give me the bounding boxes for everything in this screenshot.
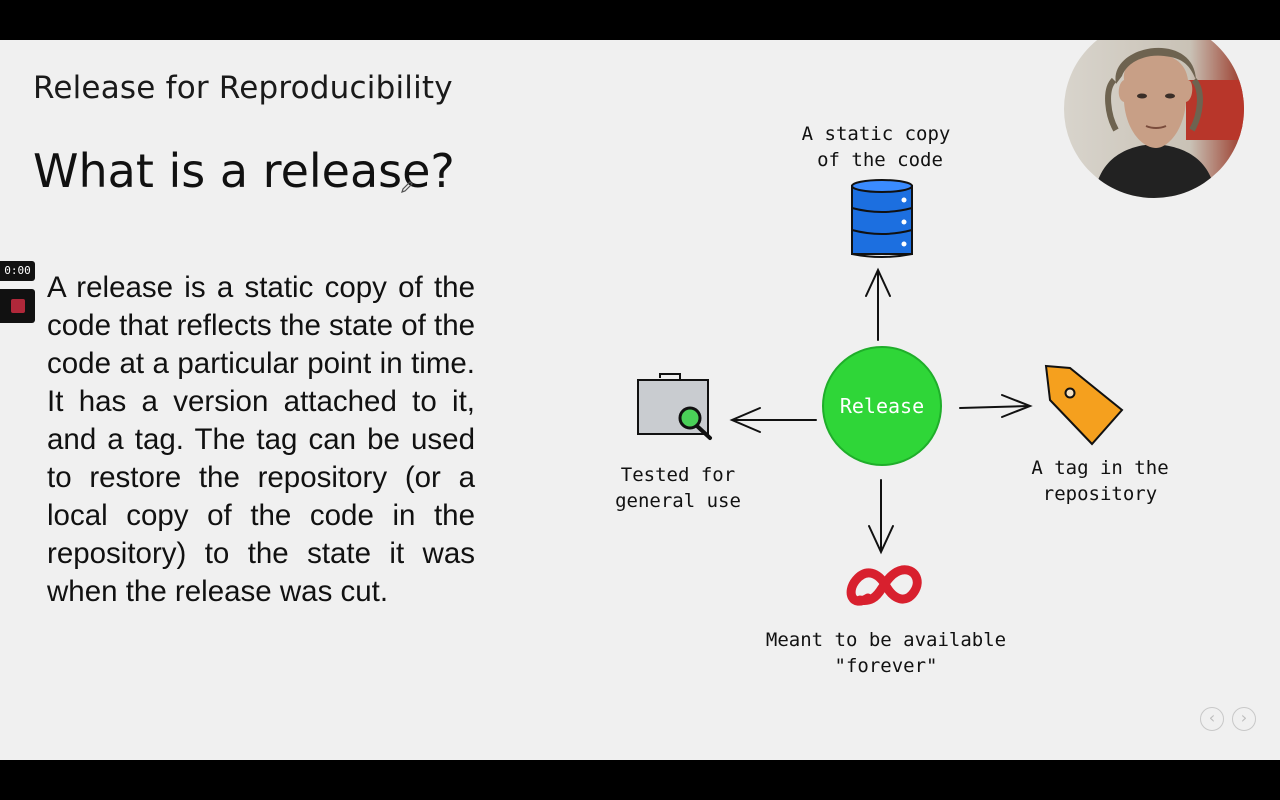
release-circle	[822, 346, 942, 466]
database-icon	[851, 179, 913, 258]
bottom-label-line2: "forever"	[835, 655, 938, 677]
slide-body-text: A release is a static copy of the code t…	[47, 271, 476, 608]
slide-title: What is a release?	[33, 144, 455, 198]
release-diagram: Release A static copy	[615, 123, 1169, 677]
folder-search-icon	[637, 373, 712, 440]
recording-timer: 0:00	[0, 261, 35, 281]
section-title: Release for Reproducibility	[33, 70, 453, 106]
pen-cursor-icon	[401, 181, 413, 193]
arrow-up	[865, 267, 891, 341]
arrow-left	[729, 407, 817, 433]
slide: Release for Reproducibility What is a re…	[0, 40, 1280, 760]
arrow-right	[959, 394, 1033, 418]
left-label-line2: general use	[615, 490, 741, 512]
left-label-line1: Tested for	[621, 464, 735, 486]
right-label-line1: A tag in the	[1031, 457, 1168, 479]
webcam-overlay	[1064, 40, 1244, 198]
top-label-line1: A static copy	[802, 123, 951, 145]
release-label: Release	[840, 394, 924, 418]
prev-slide-button[interactable]: ‹	[1200, 707, 1224, 731]
top-label-line2: of the code	[817, 149, 943, 171]
next-slide-button[interactable]: ›	[1232, 707, 1256, 731]
presenter-avatar	[1064, 40, 1244, 198]
right-label-line2: repository	[1043, 483, 1157, 505]
infinity-icon	[846, 565, 922, 606]
arrow-down	[868, 479, 894, 555]
stop-recording-button[interactable]	[0, 289, 35, 323]
stop-icon	[11, 299, 25, 313]
tag-icon	[1044, 364, 1124, 446]
bottom-label-line1: Meant to be available	[766, 629, 1006, 651]
